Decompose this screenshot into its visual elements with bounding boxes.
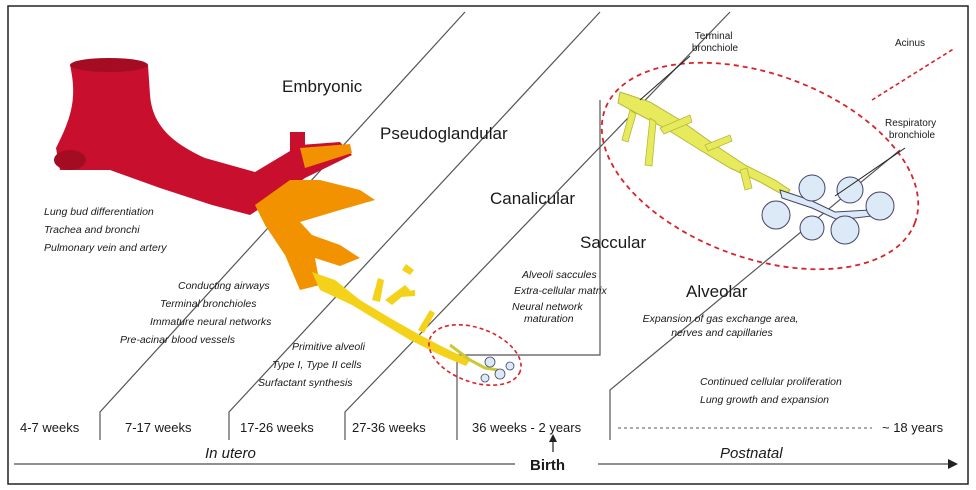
label-postnatal: Postnatal xyxy=(720,445,783,462)
period-36-weeks-2-years: 36 weeks - 2 years xyxy=(472,420,582,435)
period-27-36-weeks: 27-36 weeks xyxy=(352,420,426,435)
birth-arrow-head xyxy=(549,434,557,442)
label-birth: Birth xyxy=(530,457,565,474)
notes-embryonic: Lung bud differentiation Trachea and bro… xyxy=(44,206,167,254)
period-18-years: ~ 18 years xyxy=(882,420,944,435)
callout-acinus: Acinus xyxy=(895,38,925,49)
large-acinus-illustration xyxy=(573,23,955,309)
callout-respiratory-bronchiole: Respiratory bronchiole xyxy=(885,118,939,141)
notes-alveolar: Expansion of gas exchange area, nerves a… xyxy=(643,313,802,339)
period-17-26-weeks: 17-26 weeks xyxy=(240,420,314,435)
stage-label-saccular: Saccular xyxy=(580,233,646,252)
period-4-7-weeks: 4-7 weeks xyxy=(20,420,80,435)
notes-saccular: Alveoli saccules Extra-cellular matrix N… xyxy=(512,269,610,325)
label-in-utero: In utero xyxy=(205,445,256,462)
notes-canalicular: Primitive alveoli Type I, Type II cells … xyxy=(258,341,368,389)
period-7-17-weeks: 7-17 weeks xyxy=(125,420,192,435)
stage-label-alveolar: Alveolar xyxy=(686,282,748,301)
stage-label-canalicular: Canalicular xyxy=(490,189,575,208)
callout-terminal-bronchiole: Terminal bronchiole xyxy=(692,31,739,54)
stage-label-embryonic: Embryonic xyxy=(282,77,363,96)
notes-pseudoglandular: Conducting airways Terminal bronchioles … xyxy=(120,280,274,346)
divider-canalicular xyxy=(345,12,730,440)
timeline-arrow-head xyxy=(948,459,958,469)
notes-postnatal: Continued cellular proliferation Lung gr… xyxy=(700,376,845,406)
stage-label-pseudoglandular: Pseudoglandular xyxy=(380,124,508,143)
